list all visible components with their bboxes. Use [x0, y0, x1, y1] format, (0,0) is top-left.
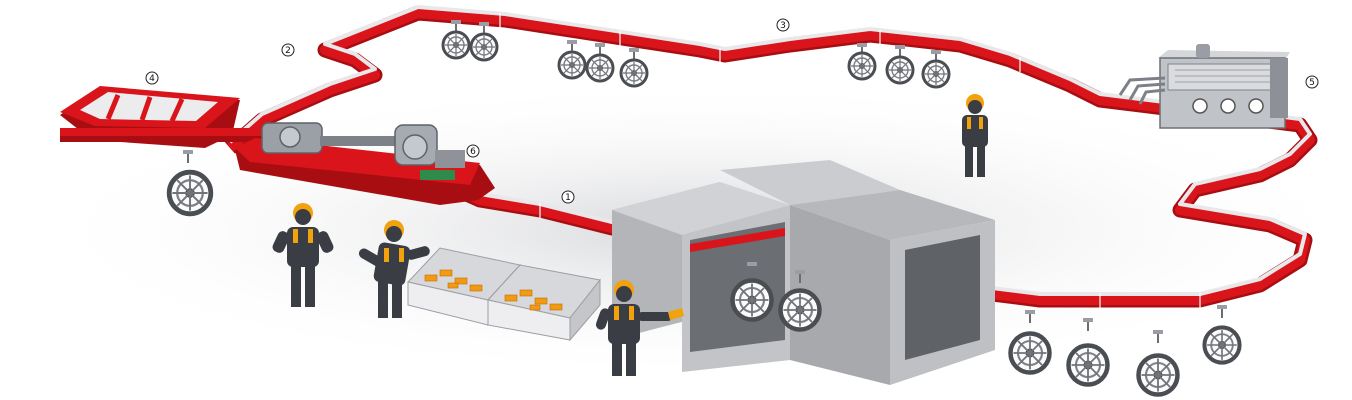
marker-1: 1 — [562, 191, 574, 203]
marker-5: 5 — [1306, 76, 1318, 88]
marker-4: 4 — [146, 72, 158, 84]
marker-3: 3 — [777, 19, 789, 31]
marker-6: 6 — [467, 145, 479, 157]
svg-text:1: 1 — [565, 193, 571, 203]
svg-text:5: 5 — [1309, 78, 1315, 88]
svg-text:3: 3 — [780, 21, 786, 31]
control-panel-icon — [1120, 44, 1290, 128]
svg-text:4: 4 — [149, 74, 155, 84]
marker-2: 2 — [282, 44, 294, 56]
svg-text:6: 6 — [470, 147, 476, 157]
svg-text:2: 2 — [285, 46, 291, 56]
